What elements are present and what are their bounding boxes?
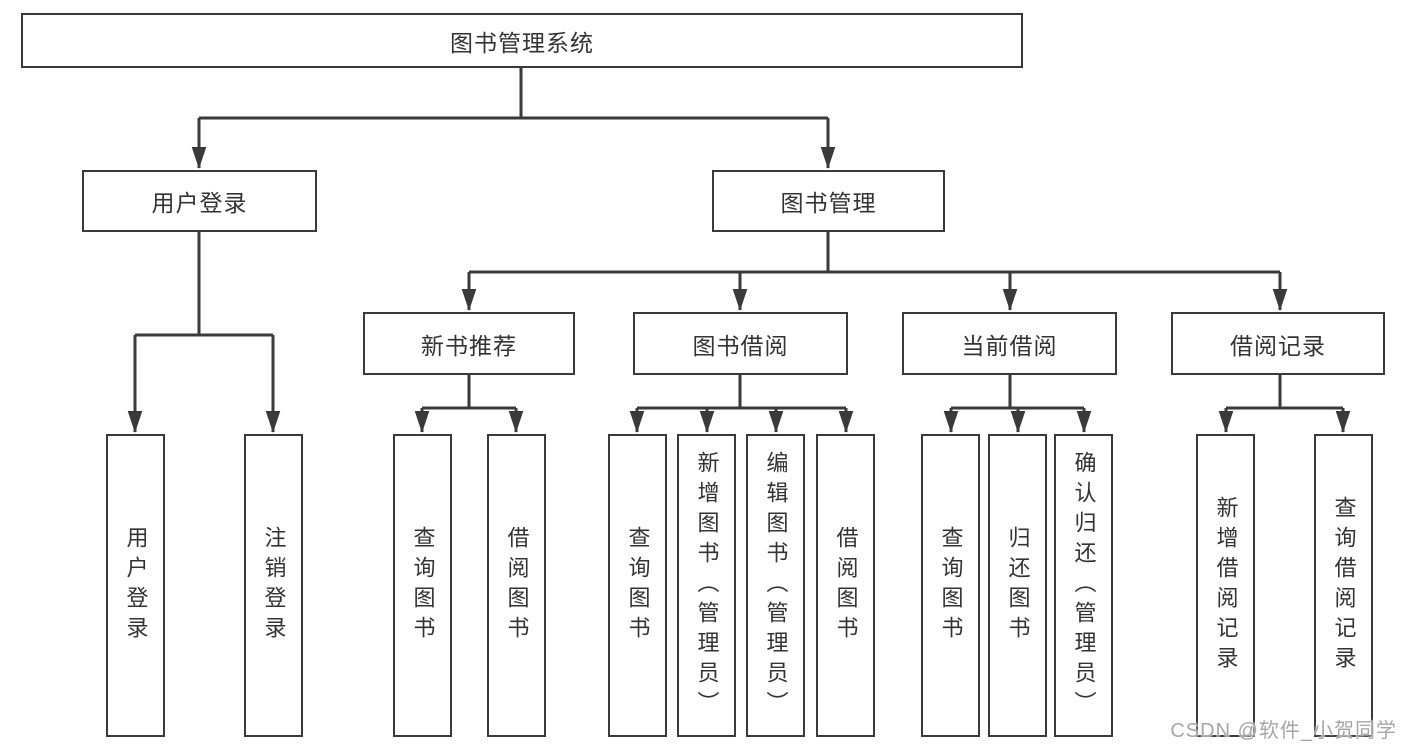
leaf-query-books-borrowing: 查询图书 bbox=[608, 434, 667, 737]
leaf-confirm-return-admin: 确认归还（管理员） bbox=[1054, 434, 1113, 737]
node-borrowing-records: 借阅记录 bbox=[1171, 312, 1385, 375]
leaf-add-books-admin: 新增图书（管理员） bbox=[677, 434, 736, 737]
leaf-query-books-recommend: 查询图书 bbox=[393, 434, 452, 737]
node-root: 图书管理系统 bbox=[21, 13, 1023, 68]
leaf-add-borrow-record: 新增借阅记录 bbox=[1196, 434, 1255, 737]
node-new-book-recommendation: 新书推荐 bbox=[363, 312, 575, 375]
leaf-borrow-books-borrowing: 借阅图书 bbox=[816, 434, 875, 737]
leaf-logout-login: 注销登录 bbox=[244, 434, 303, 737]
leaf-borrow-books-recommend: 借阅图书 bbox=[487, 434, 546, 737]
node-current-borrowing: 当前借阅 bbox=[902, 312, 1117, 375]
leaf-user-login: 用户登录 bbox=[106, 434, 165, 737]
leaf-return-books: 归还图书 bbox=[988, 434, 1047, 737]
csdn-watermark: CSDN @软件_小贺同学 bbox=[1170, 720, 1397, 742]
node-book-management: 图书管理 bbox=[712, 170, 945, 232]
leaf-edit-books-admin: 编辑图书（管理员） bbox=[746, 434, 805, 737]
node-book-borrowing: 图书借阅 bbox=[633, 312, 848, 375]
leaf-query-borrow-record: 查询借阅记录 bbox=[1314, 434, 1373, 737]
leaf-query-books-current: 查询图书 bbox=[921, 434, 980, 737]
node-user-login: 用户登录 bbox=[82, 170, 317, 232]
